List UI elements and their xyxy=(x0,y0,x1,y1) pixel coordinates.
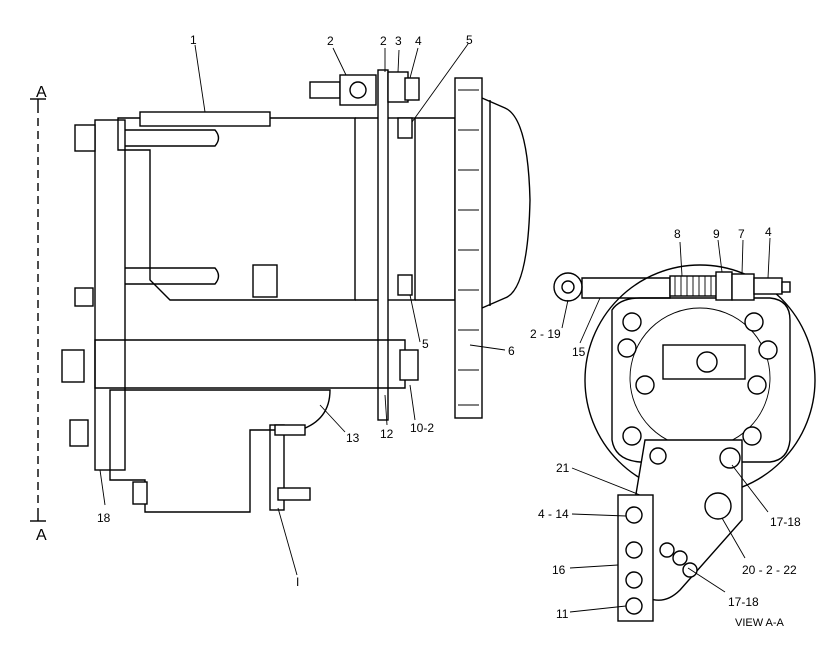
callout-8: 8 xyxy=(674,227,681,241)
callout-17-18a: 17-18 xyxy=(770,515,801,529)
leader-lines xyxy=(99,43,771,613)
callout-2a: 2 xyxy=(327,34,334,48)
section-mark-bottom: A xyxy=(36,527,47,544)
callout-20-2-22: 20 - 2 - 22 xyxy=(742,563,797,577)
callout-2b: 2 xyxy=(380,34,387,48)
rod-thread xyxy=(674,276,712,296)
callout-4-14: 4 - 14 xyxy=(538,507,569,521)
callout-5b: 5 xyxy=(422,337,429,351)
section-mark-top: A xyxy=(36,84,47,101)
callout-3: 3 xyxy=(395,34,402,48)
callout-12: 12 xyxy=(380,427,394,441)
callout-7: 7 xyxy=(738,227,745,241)
belt-texture xyxy=(458,89,479,406)
callout-6: 6 xyxy=(508,344,515,358)
callout-10-2: 10-2 xyxy=(410,421,434,435)
callout-11: 11 xyxy=(556,607,569,621)
callout-5a: 5 xyxy=(466,33,473,47)
callout-13: 13 xyxy=(346,431,360,445)
section-line-a-a: A A xyxy=(30,84,47,544)
callout-17-18b: 17-18 xyxy=(728,595,759,609)
callout-i: I xyxy=(296,575,299,589)
callout-labels: 1 2 2 3 4 5 5 6 10-2 12 13 18 I 8 9 7 4 … xyxy=(97,33,801,629)
view-a-a xyxy=(553,264,816,622)
callout-21: 21 xyxy=(556,461,570,475)
belt xyxy=(454,77,483,419)
callout-9: 9 xyxy=(713,227,720,241)
callout-16: 16 xyxy=(552,563,566,577)
callout-2-19: 2 - 19 xyxy=(530,327,561,341)
view-a-a-label: VIEW A-A xyxy=(735,617,785,629)
callout-4b: 4 xyxy=(765,225,772,239)
compressor-side-view xyxy=(61,69,531,513)
callout-18: 18 xyxy=(97,511,111,525)
callout-15: 15 xyxy=(572,345,586,359)
callout-4a: 4 xyxy=(415,34,422,48)
callout-1: 1 xyxy=(190,33,197,47)
